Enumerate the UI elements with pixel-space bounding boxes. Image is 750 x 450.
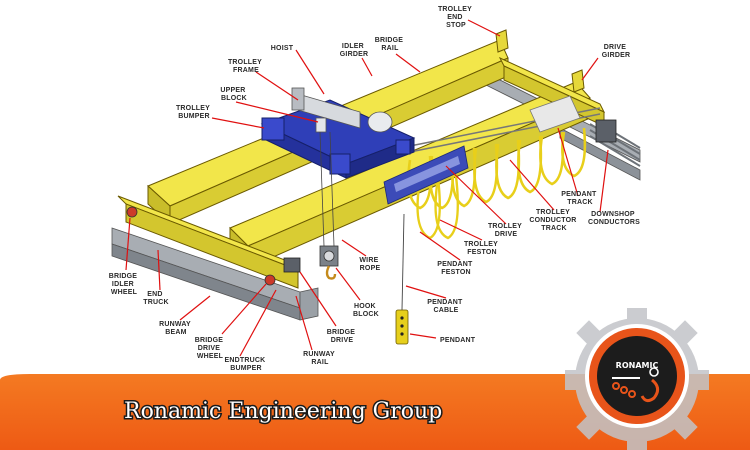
label-idler-girder: IDLER GIRDER <box>340 43 368 58</box>
labels: TROLLEY END STOP IDLER GIRDER BRIDGE RAI… <box>109 6 640 372</box>
label-trolley-frame: TROLLEY FRAME <box>228 59 264 74</box>
label-hoist: HOIST <box>271 45 294 52</box>
brand-name: Ronamic Engineering Group <box>124 399 442 424</box>
trolley-graphic <box>260 87 416 179</box>
label-bridge-drive-wheel: BRIDGE DRIVE WHEEL <box>195 337 226 360</box>
label-drive-girder: DRIVE GIRDER <box>602 44 630 59</box>
label-hook-block: HOOK BLOCK <box>353 303 379 318</box>
label-pendant-cable: PENDANT CABLE <box>427 299 464 314</box>
brand-band: Ronamic Engineering Group <box>0 374 750 450</box>
label-pendant-feston: PENDANT FESTON <box>437 261 474 276</box>
label-upper-block: UPPER BLOCK <box>220 87 247 102</box>
leader-lines <box>125 19 609 357</box>
hook-chain-icon <box>612 367 659 403</box>
girder-brand-panel <box>383 145 469 205</box>
label-trolley-drive: TROLLEY DRIVE <box>488 223 524 238</box>
label-endtruck-bumper: ENDTRUCK BUMPER <box>224 357 267 372</box>
label-trolley-conductor-track: TROLLEY CONDUCTOR TRACK <box>529 209 578 232</box>
end-truck-front <box>117 195 301 289</box>
label-trolley-feston: TROLLEY FESTON <box>464 241 500 256</box>
logo-text: RONAMIC <box>616 361 659 370</box>
label-runway-rail: RUNWAY RAIL <box>303 351 337 366</box>
label-bridge-idler-wheel: BRIDGE IDLER WHEEL <box>109 273 140 296</box>
label-downshop-conductors: DOWNSHOP CONDUCTORS <box>588 211 640 226</box>
label-end-truck: END TRUCK <box>143 291 169 306</box>
end-truck-back <box>498 56 617 143</box>
label-runway-beam: RUNWAY BEAM <box>159 321 193 336</box>
label-pendant-track: PENDANT TRACK <box>561 191 598 206</box>
hook-block-graphic <box>319 131 339 280</box>
label-pendant: PENDANT <box>440 337 476 344</box>
label-bridge-drive: BRIDGE DRIVE <box>327 329 358 344</box>
pendant-graphic <box>395 213 409 345</box>
label-trolley-bumper: TROLLEY BUMPER <box>176 105 212 120</box>
label-bridge-rail: BRIDGE RAIL <box>375 37 406 52</box>
trolley-festoon-loops <box>416 175 459 240</box>
conductor-tracks <box>399 95 601 155</box>
label-wire-rope: WIRE ROPE <box>359 257 380 272</box>
label-trolley-end-stop: TROLLEY END STOP <box>438 6 474 29</box>
brand-logo: RONAMIC <box>565 308 709 450</box>
